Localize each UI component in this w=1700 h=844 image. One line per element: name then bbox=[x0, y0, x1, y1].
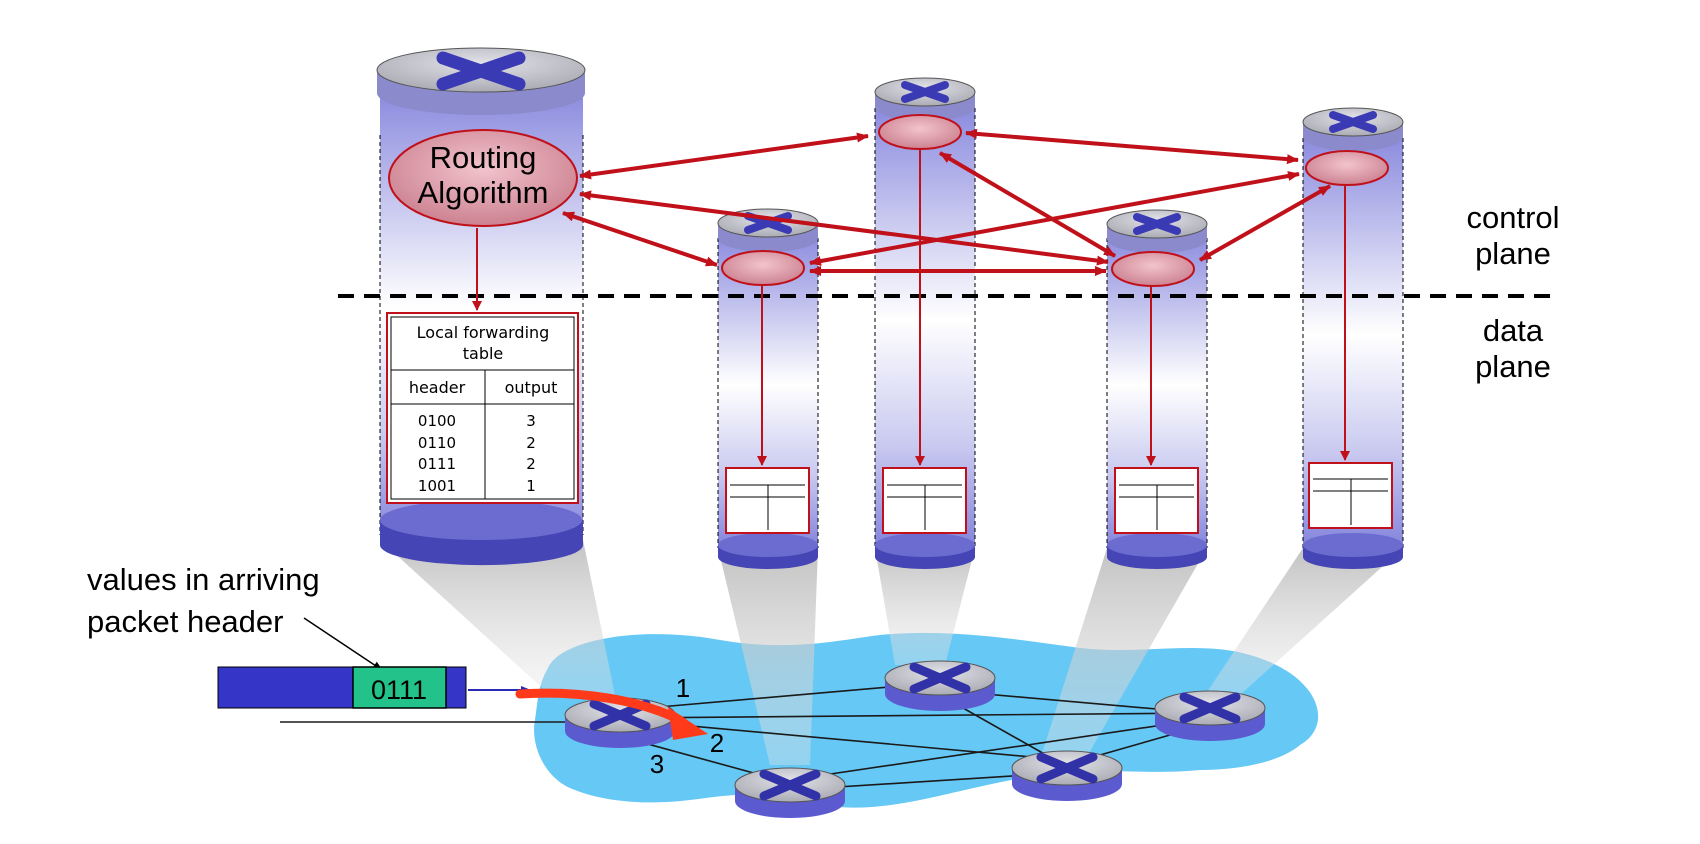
control-plane-label-line2: plane bbox=[1475, 236, 1551, 271]
packet-header-value: 0111 bbox=[371, 675, 427, 705]
local-forwarding-table: Local forwarding table header output 010… bbox=[386, 312, 579, 504]
routing-algorithm-label-line2: Algorithm bbox=[418, 175, 549, 210]
projection-beams bbox=[380, 540, 1403, 765]
table-cell: 2 bbox=[526, 455, 536, 473]
forwarding-decision-arrow bbox=[515, 688, 708, 740]
arriving-packet: 0111 bbox=[217, 666, 467, 709]
control-plane-arrows bbox=[562, 128, 1331, 276]
network-router-r4 bbox=[1011, 750, 1123, 801]
network-router-r2 bbox=[884, 660, 996, 711]
table-cell: 1 bbox=[526, 477, 536, 495]
routing-algorithm-node bbox=[388, 129, 578, 227]
table-header-col-header: header bbox=[409, 378, 466, 397]
port-number-2: 2 bbox=[710, 728, 724, 758]
table-cell: 3 bbox=[526, 412, 536, 430]
control-agent-4 bbox=[1111, 251, 1195, 287]
table-cell: 0111 bbox=[418, 455, 456, 473]
table-title-line1: Local forwarding bbox=[417, 323, 550, 342]
network-router-r3 bbox=[1154, 690, 1266, 741]
port-number-3: 3 bbox=[650, 749, 664, 779]
table-cell: 0110 bbox=[418, 434, 456, 452]
port-number-1: 1 bbox=[676, 673, 690, 703]
table-title-line2: table bbox=[463, 344, 504, 363]
values-caption-line1: values in arriving bbox=[87, 562, 320, 597]
data-plane-label-line2: plane bbox=[1475, 349, 1551, 384]
table-header-col-output: output bbox=[505, 378, 558, 397]
caption-pointer bbox=[303, 617, 383, 671]
control-agent-2 bbox=[721, 250, 805, 286]
mini-table-4 bbox=[1114, 467, 1199, 534]
control-plane-label-line1: control bbox=[1466, 200, 1559, 235]
mini-table-2 bbox=[725, 467, 810, 534]
network-router-r5 bbox=[734, 767, 846, 818]
control-agent-3 bbox=[878, 114, 962, 150]
mini-table-5 bbox=[1308, 462, 1393, 529]
table-cell: 0100 bbox=[418, 412, 456, 430]
install-table-arrows bbox=[472, 150, 1350, 466]
routing-algorithm-label-line1: Routing bbox=[430, 140, 537, 175]
table-cell: 2 bbox=[526, 434, 536, 452]
table-cell: 1001 bbox=[418, 477, 456, 495]
mini-table-3 bbox=[882, 467, 967, 534]
data-plane-label-line1: data bbox=[1483, 313, 1544, 348]
values-caption-line2: packet header bbox=[87, 604, 283, 639]
control-agent-5 bbox=[1305, 150, 1389, 186]
network-router-r1 bbox=[564, 697, 676, 748]
